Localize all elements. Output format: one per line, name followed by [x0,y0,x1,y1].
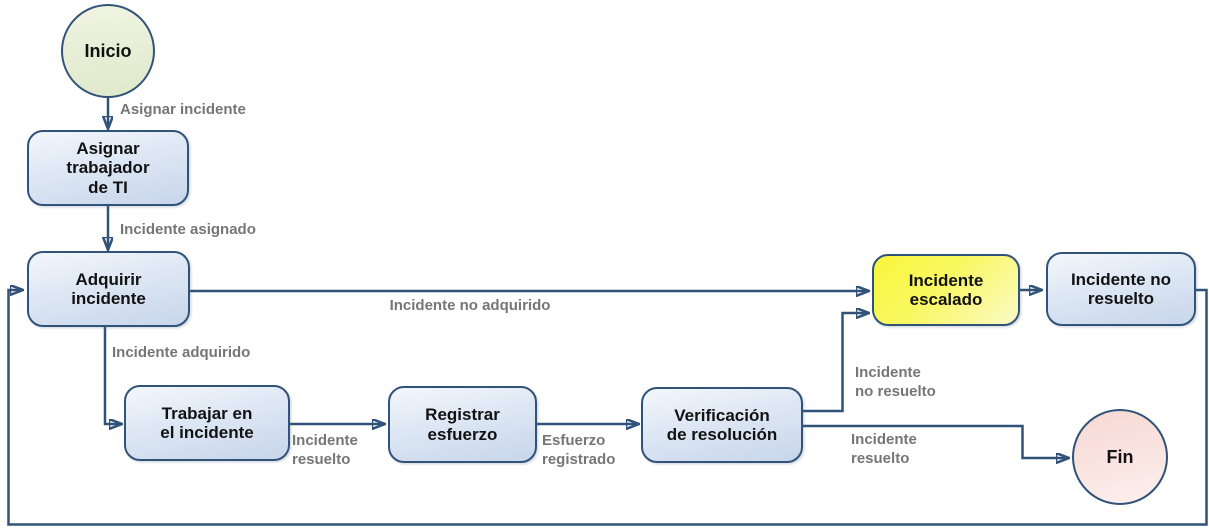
edge-label-esfuerzo-registrado: Esfuerzo registrado [542,432,616,468]
edge-label-asignar-incidente: Asignar incidente [120,101,246,118]
edge-verificacion-to-escalado [803,313,868,413]
node-inicio: Inicio [61,4,155,98]
node-incidente-no-resuelto: Incidente no resuelto [1046,252,1196,326]
node-fin: Fin [1072,409,1168,505]
node-asignar-trabajador: Asignar trabajador de TI [27,130,189,206]
node-registrar-esfuerzo: Registrar esfuerzo [388,386,537,463]
edge-noresuelto-loop-adquirir [7,290,1208,526]
edge-label-incidente-adquirido: Incidente adquirido [112,344,251,361]
node-incidente-escalado: Incidente escalado [872,254,1020,326]
edge-label-incidente-resuelto-trabajo: Incidente resuelto [292,432,358,468]
edge-verificacion-to-fin [803,424,1068,458]
edge-label-incidente-resuelto-fin: Incidente resuelto [851,431,917,467]
edge-label-incidente-no-resuelto: Incidente no resuelto [855,364,936,400]
edge-adquirir-to-trabajar [103,327,121,424]
edge-label-incidente-no-adquirido: Incidente no adquirido [389,297,551,314]
node-verificacion-resolucion: Verificación de resolución [641,387,803,463]
node-trabajar-incidente: Trabajar en el incidente [124,385,290,461]
edge-label-incidente-asignado: Incidente asignado [120,221,256,238]
node-adquirir-incidente: Adquirir incidente [27,251,190,327]
